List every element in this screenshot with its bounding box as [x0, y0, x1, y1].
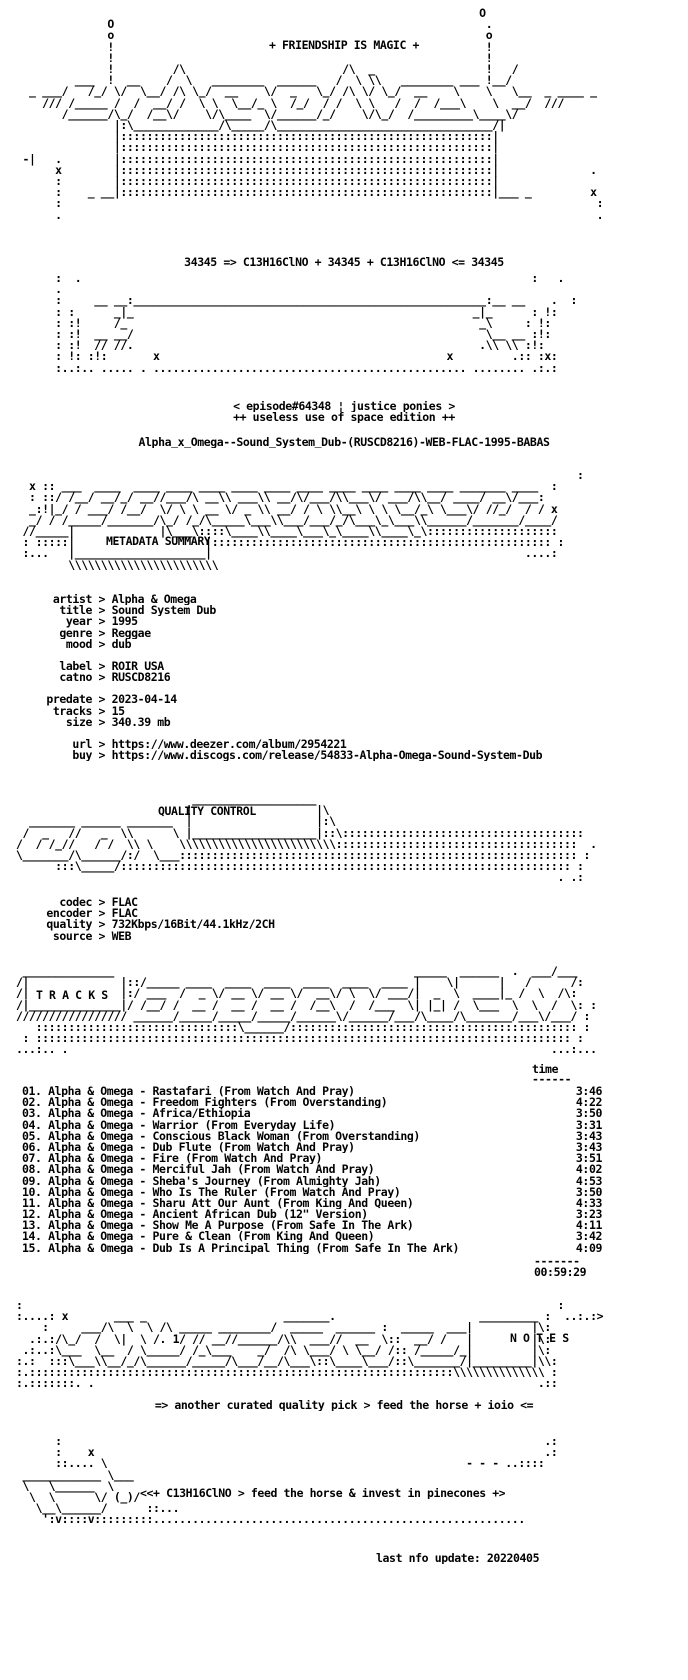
metadata-row-catno: catno > RUSCD8216: [59, 672, 171, 684]
metadata-row-year: year > 1995: [65, 616, 138, 628]
track-row: 07. Alpha & Omega - Fire (From Watch And…: [22, 1153, 602, 1165]
tracks-time-underline: ------: [532, 1074, 572, 1086]
quality-banner-art: ___________________ | |\ _______ ______ …: [16, 794, 597, 884]
tracks-title: T R A C K S: [36, 990, 108, 1002]
track-row: 08. Alpha & Omega - Merciful Jah (From W…: [22, 1164, 602, 1176]
quality-fields: codec > FLAC encoder > FLAC quality > 73…: [0, 897, 688, 942]
metadata-fields: artist > Alpha & Omega title > Sound Sys…: [0, 594, 688, 761]
track-row: 14. Alpha & Omega - Pure & Clean (From K…: [22, 1231, 602, 1243]
track-row: 02. Alpha & Omega - Freedom Fighters (Fr…: [22, 1097, 602, 1109]
quality-row-source: source > WEB: [52, 930, 132, 942]
tracks-time-header: time: [532, 1064, 559, 1076]
edition-line: ++ useless use of space edition ++: [233, 412, 455, 424]
metadata-row-url[interactable]: url > https://www.deezer.com/album/29542…: [72, 738, 347, 751]
track-row: 12. Alpha & Omega - Ancient African Dub …: [22, 1209, 602, 1221]
metadata-row-title: title > Sound System Dub: [59, 605, 216, 617]
metadata-banner-art: : x :: ___ ____ ____ ____ ____ ____ ____…: [22, 470, 584, 571]
notes-line: => another curated quality pick > feed t…: [154, 1400, 534, 1412]
bridge-art: : . : . . : __ __:____________________: [55, 273, 578, 374]
metadata-row-tracks: tracks > 15: [52, 705, 125, 717]
track-row: 15. Alpha & Omega - Dub Is A Principal T…: [22, 1242, 602, 1254]
track-row: 09. Alpha & Omega - Sheba's Journey (Fro…: [22, 1175, 602, 1187]
quality-row-encoder: encoder > FLAC: [46, 908, 138, 920]
metadata-row-genre: genre > Reggae: [59, 627, 151, 639]
header-logo-art: O O . o o !: [22, 8, 604, 221]
metadata-row-buy[interactable]: buy > https://www.discogs.com/release/54…: [72, 750, 543, 762]
track-row: 06. Alpha & Omega - Dub Flute (From Watc…: [22, 1141, 602, 1154]
metadata-row-artist: artist > Alpha & Omega: [52, 594, 197, 606]
track-row: 05. Alpha & Omega - Conscious Black Woma…: [22, 1130, 602, 1142]
slogan: + FRIENDSHIP IS MAGIC +: [268, 40, 420, 52]
metadata-row-mood: mood > dub: [65, 638, 132, 650]
tracks-banner-art: ______________ _____ ______ . ___/___ /|…: [16, 966, 597, 1056]
metadata-row-predate: predate > 2023-04-14: [46, 694, 177, 706]
tracks-total-time: 00:59:29: [534, 1267, 587, 1279]
metadata-row-label: label > ROIR USA: [59, 660, 164, 673]
release-name: Alpha_x_Omega--Sound_System_Dub-(RUSCD82…: [138, 437, 550, 449]
metadata-title: METADATA SUMMARY: [106, 536, 211, 548]
track-row: 13. Alpha & Omega - Show Me A Purpose (F…: [22, 1220, 602, 1232]
track-row: 11. Alpha & Omega - Sharu Att Our Aunt (…: [22, 1197, 602, 1210]
metadata-row-size: size > 340.39 mb: [65, 716, 171, 728]
track-row: 01. Alpha & Omega - Rastafari (From Watc…: [22, 1086, 602, 1098]
notes-banner-art: : : :....: x ___ _ _______. _________ : …: [16, 1300, 604, 1390]
footer-tagline: <<+ C13H16ClNO > feed the horse & invest…: [140, 1488, 506, 1500]
formula-line: 34345 => C13H16ClNO + 34345 + C13H16ClNO…: [184, 257, 504, 269]
tracks-total-underline: -------: [534, 1256, 580, 1268]
track-list: 01. Alpha & Omega - Rastafari (From Watc…: [22, 1086, 662, 1254]
track-row: 10. Alpha & Omega - Who Is The Ruler (Fr…: [22, 1186, 602, 1198]
track-row: 04. Alpha & Omega - Warrior (From Everyd…: [22, 1119, 602, 1131]
quality-row-quality: quality > 732Kbps/16Bit/44.1kHz/2CH: [46, 919, 275, 931]
last-update: last nfo update: 20220405: [376, 1553, 540, 1565]
quality-row-codec: codec > FLAC: [59, 897, 138, 909]
quality-title: QUALITY CONTROL: [158, 806, 256, 818]
footer-horse-art: : .: : x .: ::.... \: [22, 1436, 558, 1526]
episode-line: < episode#64348 ¦ justice ponies >: [233, 401, 455, 413]
notes-title: N O T E S: [510, 1333, 569, 1345]
